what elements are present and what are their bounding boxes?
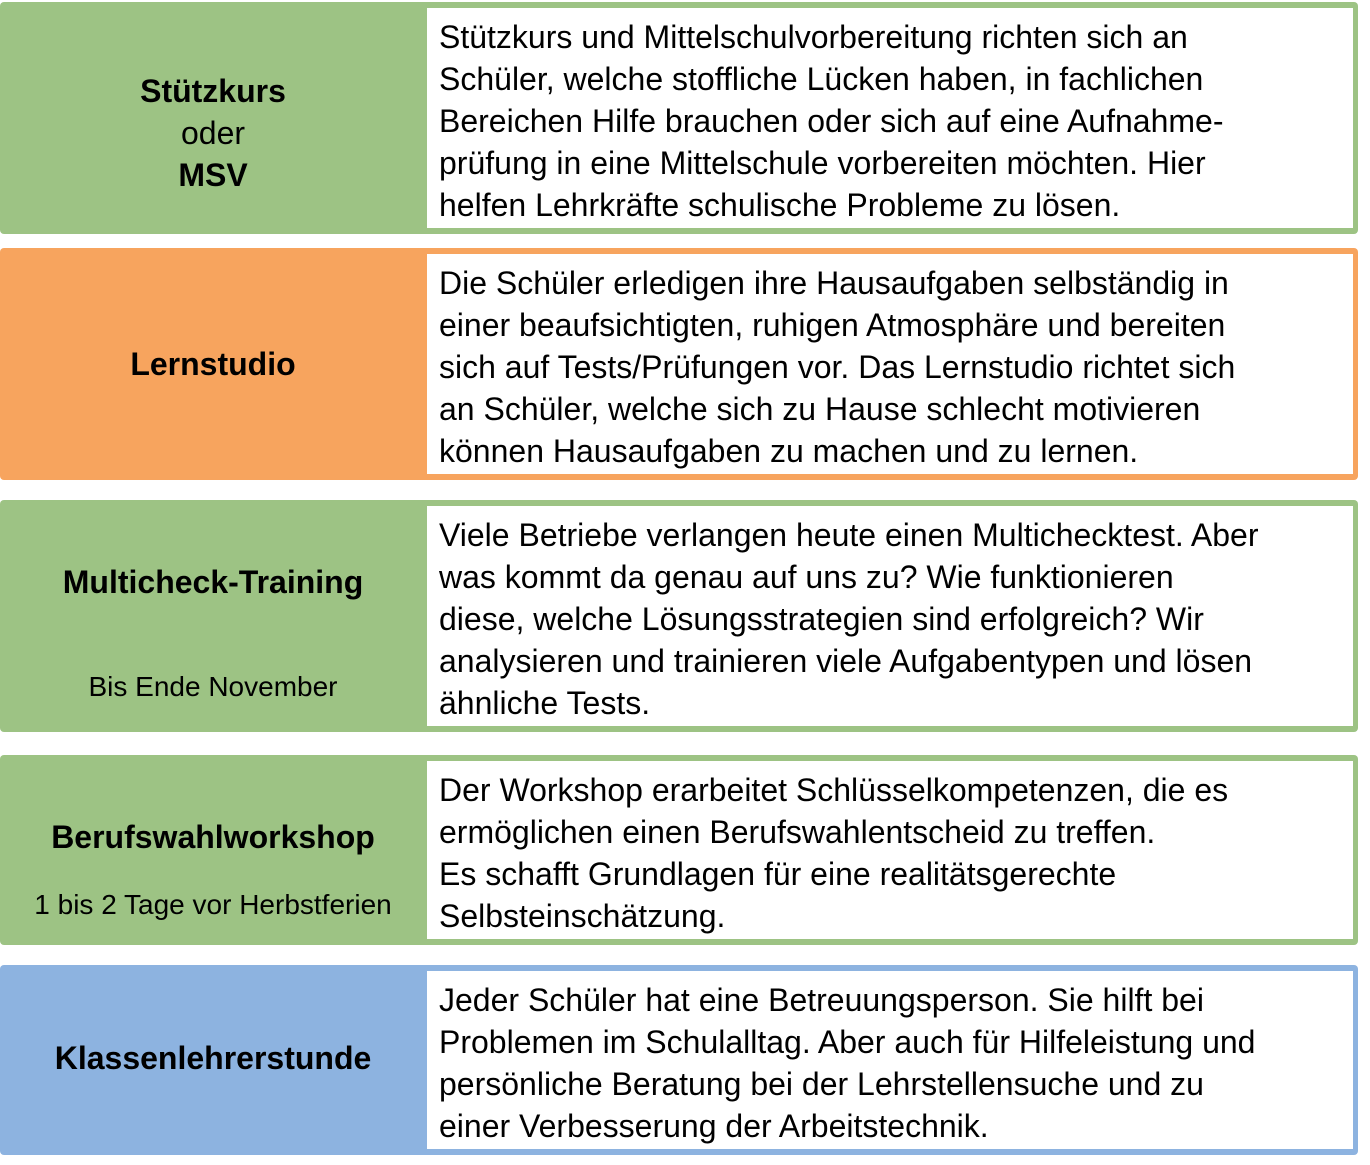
course-title: Klassenlehrerstunde: [54, 1040, 372, 1076]
course-title-connector: oder: [180, 115, 246, 151]
course-schedule: Bis Ende November: [88, 671, 338, 702]
course-row-multicheck: Multicheck-Training Bis Ende November Vi…: [0, 500, 1358, 732]
course-row-berufswahlworkshop: Berufswahlworkshop 1 bis 2 Tage vor Herb…: [0, 755, 1358, 945]
course-label: Berufswahlworkshop 1 bis 2 Tage vor Herb…: [0, 755, 426, 945]
course-title: Multicheck-Training: [62, 564, 364, 600]
course-label: Lernstudio: [0, 248, 426, 480]
course-label: Stützkurs oder MSV: [0, 2, 426, 234]
course-label: Multicheck-Training Bis Ende November: [0, 500, 426, 732]
course-row-klassenlehrerstunde: Klassenlehrerstunde Jeder Schüler hat ei…: [0, 965, 1358, 1155]
course-row-lernstudio: Lernstudio Die Schüler erledigen ihre Ha…: [0, 248, 1358, 480]
course-description: Jeder Schüler hat eine Betreuungsperson.…: [427, 971, 1353, 1149]
course-description: Stützkurs und Mittelschulvorbereitung ri…: [427, 8, 1353, 228]
course-title: Stützkurs: [140, 73, 286, 109]
course-label: Klassenlehrerstunde: [0, 965, 426, 1155]
course-schedule: 1 bis 2 Tage vor Herbstferien: [34, 889, 392, 920]
course-description: Der Workshop erarbeitet Schlüsselkompete…: [427, 761, 1353, 939]
course-title: Berufswahlworkshop: [51, 819, 375, 855]
course-title: Lernstudio: [130, 346, 296, 382]
course-row-stuetzkurs: Stützkurs oder MSV Stützkurs und Mittels…: [0, 2, 1358, 234]
course-title-alt: MSV: [178, 157, 248, 193]
course-description: Die Schüler erledigen ihre Hausaufgaben …: [427, 254, 1353, 474]
course-description: Viele Betriebe verlangen heute einen Mul…: [427, 506, 1353, 726]
